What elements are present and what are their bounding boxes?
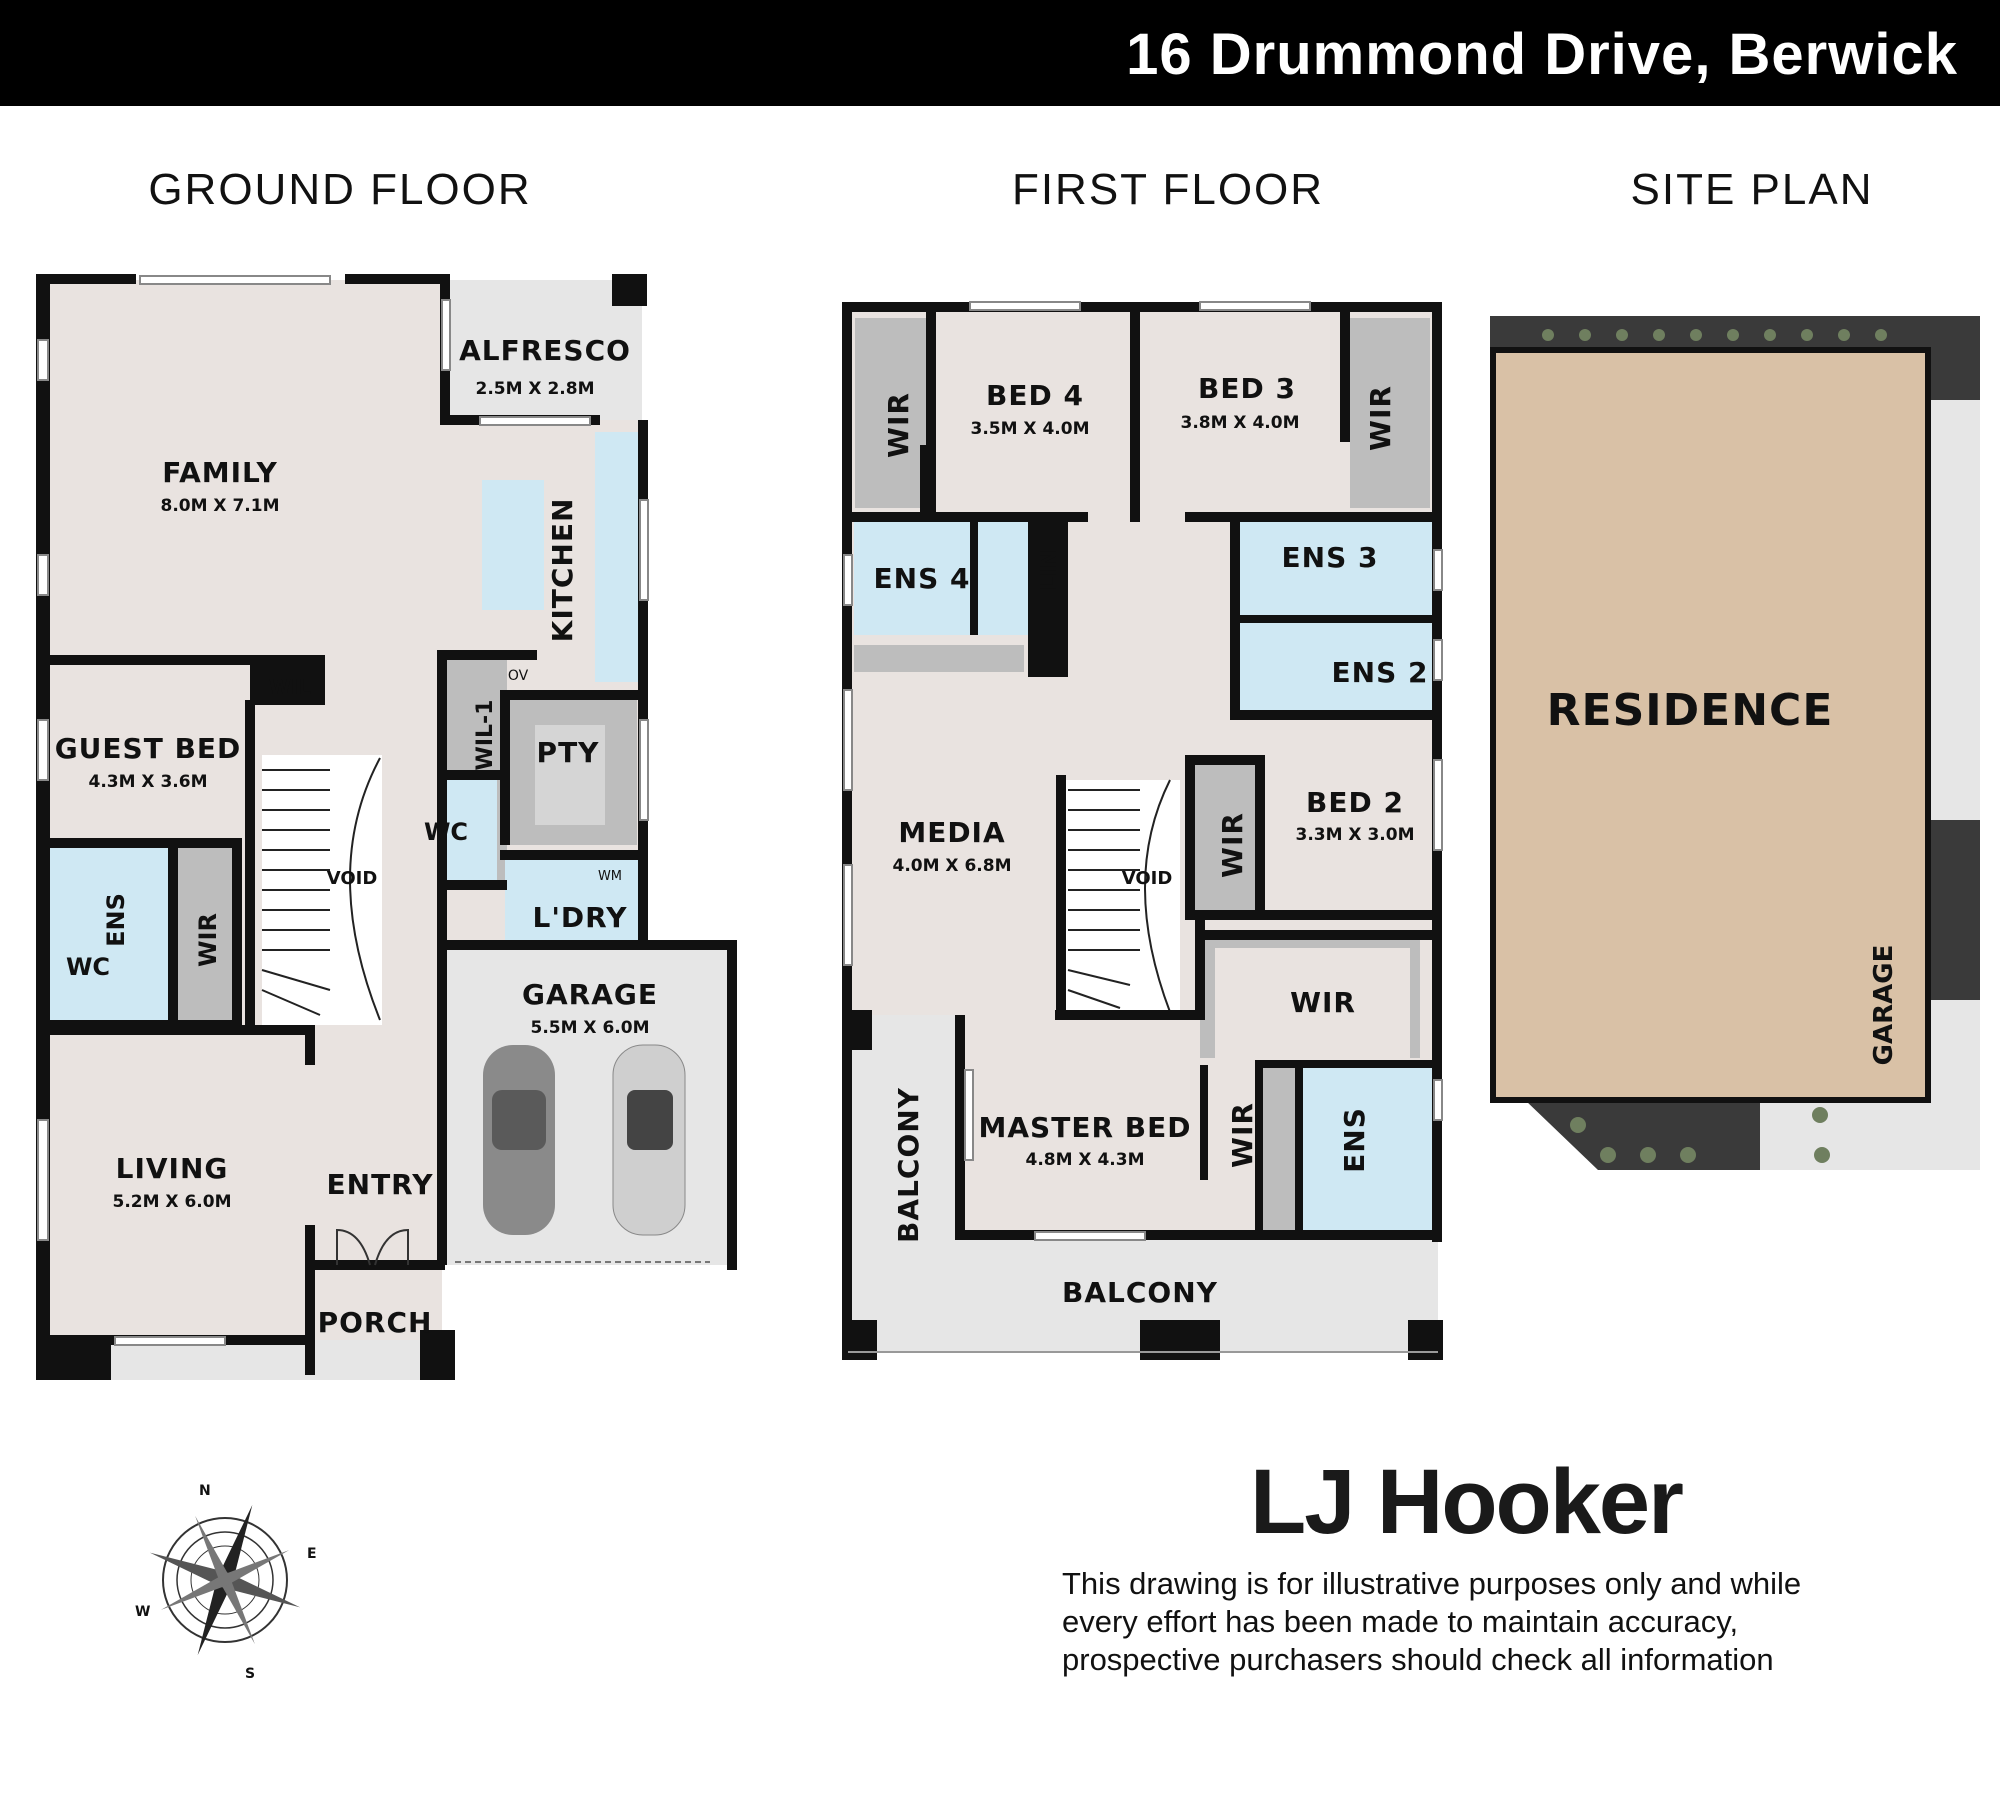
room-ens-2: ENS 2 [1332,656,1429,689]
room-wc-1: WC [424,818,468,846]
dim-garage: 5.5M X 6.0M [530,1018,649,1038]
kitchen-island [482,480,544,610]
dim-guest-bed: 4.3M X 3.6M [88,772,207,792]
room-wc-2: WC [66,953,110,981]
header-bar [0,0,2000,106]
compass-s: S [245,1666,255,1682]
room-laundry: L'DRY [533,901,628,934]
room-wir-b: WIR [1364,385,1397,451]
porch-step [110,1340,440,1380]
site-residence-label: RESIDENCE [1547,685,1834,736]
room-master-ens: ENS [1338,1107,1371,1173]
car-icon [612,1044,686,1236]
void-area-upper [1060,780,1180,1020]
wc1-area [442,775,497,885]
room-wir: WIR [194,913,222,967]
room-entry: ENTRY [327,1168,434,1201]
ens3-area [1240,520,1438,615]
label-oven: OV [508,668,529,684]
room-wir-c: WIR [1216,812,1249,878]
site-plan: RESIDENCE GARAGE [1490,316,1980,1170]
compass-n: N [199,1483,211,1499]
room-bed-4: BED 4 [986,379,1084,412]
site-plan-title: SITE PLAN [1631,165,1874,214]
room-kitchen: KITCHEN [546,498,579,643]
dim-family: 8.0M X 7.1M [160,496,279,516]
ground-floor-plan: ALFRESCO 2.5M X 2.8M FAMILY 8.0M X 7.1M … [36,274,737,1380]
room-family: FAMILY [162,456,278,489]
first-floor-title: FIRST FLOOR [1012,165,1324,214]
wir-c-area [1190,765,1260,915]
residence-block [1490,347,1931,1103]
dim-bed-3: 3.8M X 4.0M [1180,413,1299,433]
room-balcony-front: BALCONY [1062,1276,1218,1309]
room-bed-2: BED 2 [1306,786,1404,819]
wir-a-area [855,318,930,508]
alfresco-area [442,280,642,420]
room-balcony-side: BALCONY [892,1087,925,1243]
kitchen-bench [595,432,640,682]
room-media: MEDIA [898,816,1005,849]
compass-w: W [135,1604,150,1620]
room-wir-e: WIR [1226,1102,1259,1168]
ground-floor-title: GROUND FLOOR [148,165,531,214]
balcony-side-area [848,1015,958,1237]
dim-media: 4.0M X 6.8M [892,856,1011,876]
ens4-area [854,520,1034,635]
room-garage: GARAGE [522,978,658,1011]
dim-living: 5.2M X 6.0M [112,1192,231,1212]
room-wir-a: WIR [882,392,915,458]
room-wil-1: WIL-1 [473,700,498,771]
dim-alfresco: 2.5M X 2.8M [475,379,594,399]
first-floor-plan: WIR BED 4 3.5M X 4.0M BED 3 3.8M X 4.0M … [842,301,1443,1360]
wir-b-area [1350,318,1430,508]
room-ens: ENS [102,893,130,947]
room-linen: LIN [1037,550,1062,591]
compass-e: E [307,1546,317,1562]
disclaimer: This drawing is for illustrative purpose… [1062,1565,1882,1679]
room-porch: PORCH [318,1306,433,1339]
dim-master-bed: 4.8M X 4.3M [1025,1150,1144,1170]
room-wir-d: WIR [1290,986,1356,1019]
room-alfresco: ALFRESCO [459,334,631,367]
room-wil: WIL [269,675,312,699]
wc2-area [48,945,168,1022]
wir-area [178,842,238,1022]
car-icon [483,1045,555,1235]
room-bed-3: BED 3 [1198,372,1296,405]
master-ens-area [1300,1065,1438,1235]
room-ens-3: ENS 3 [1282,541,1379,574]
room-living: LIVING [116,1152,229,1185]
room-master-bed: MASTER BED [979,1111,1192,1144]
label-void-upper: VOID [1122,868,1173,889]
site-garage-label: GARAGE [1869,945,1899,1066]
laundry-area [505,855,640,940]
dim-bed-4: 3.5M X 4.0M [970,419,1089,439]
disclaimer-line: every effort has been made to maintain a… [1062,1604,1739,1639]
ens2-area [1240,620,1438,710]
room-guest-bed: GUEST BED [55,732,242,765]
compass-rose-icon: N E S W [135,1483,317,1682]
room-pantry: PTY [537,736,600,769]
disclaimer-line: This drawing is for illustrative purpose… [1062,1566,1802,1601]
label-washing-machine: WM [598,869,622,884]
label-void: VOID [327,868,378,889]
disclaimer-line: prospective purchasers should check all … [1062,1642,1774,1677]
property-address: 16 Drummond Drive, Berwick [1126,22,1958,87]
lj-hooker-logo: LJ Hooker [1250,1451,1684,1553]
dim-bed-2: 3.3M X 3.0M [1295,825,1414,845]
room-ens-4: ENS 4 [874,562,971,595]
